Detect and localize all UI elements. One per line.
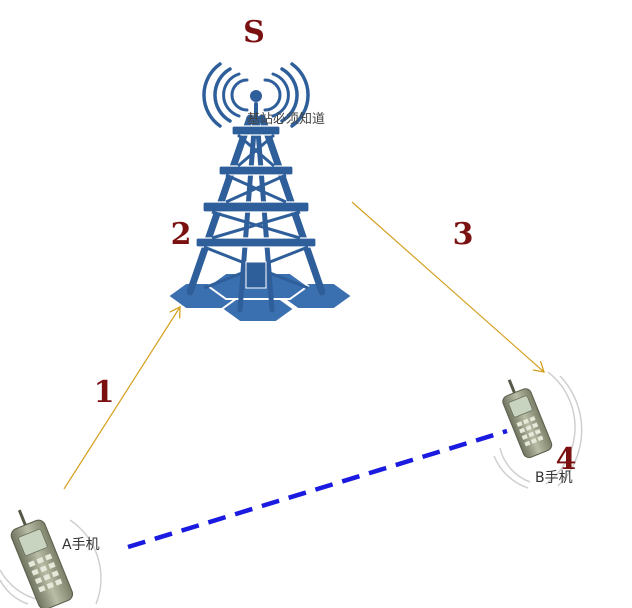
cell-tower-icon (166, 62, 354, 323)
downlink-arrow (351, 201, 544, 372)
step-4-label: 4 (556, 442, 577, 477)
phone-b-label: B手机 (535, 470, 573, 486)
mobile-phone-icon (502, 379, 553, 459)
step-1-label: 1 (94, 375, 115, 410)
call-link-dashed-line (127, 428, 508, 550)
phone-a-label: A手机 (62, 537, 100, 553)
step-2-label: 2 (171, 217, 192, 252)
source-label: S (243, 15, 265, 50)
uplink-arrow (63, 307, 180, 490)
step-3-label: 3 (453, 217, 474, 252)
phone-a (0, 509, 102, 608)
tower-caption: 基站必须知道 (247, 111, 325, 127)
phone-b (493, 371, 583, 489)
signal-wave-icon (493, 371, 583, 489)
mobile-phone-icon (10, 509, 74, 608)
